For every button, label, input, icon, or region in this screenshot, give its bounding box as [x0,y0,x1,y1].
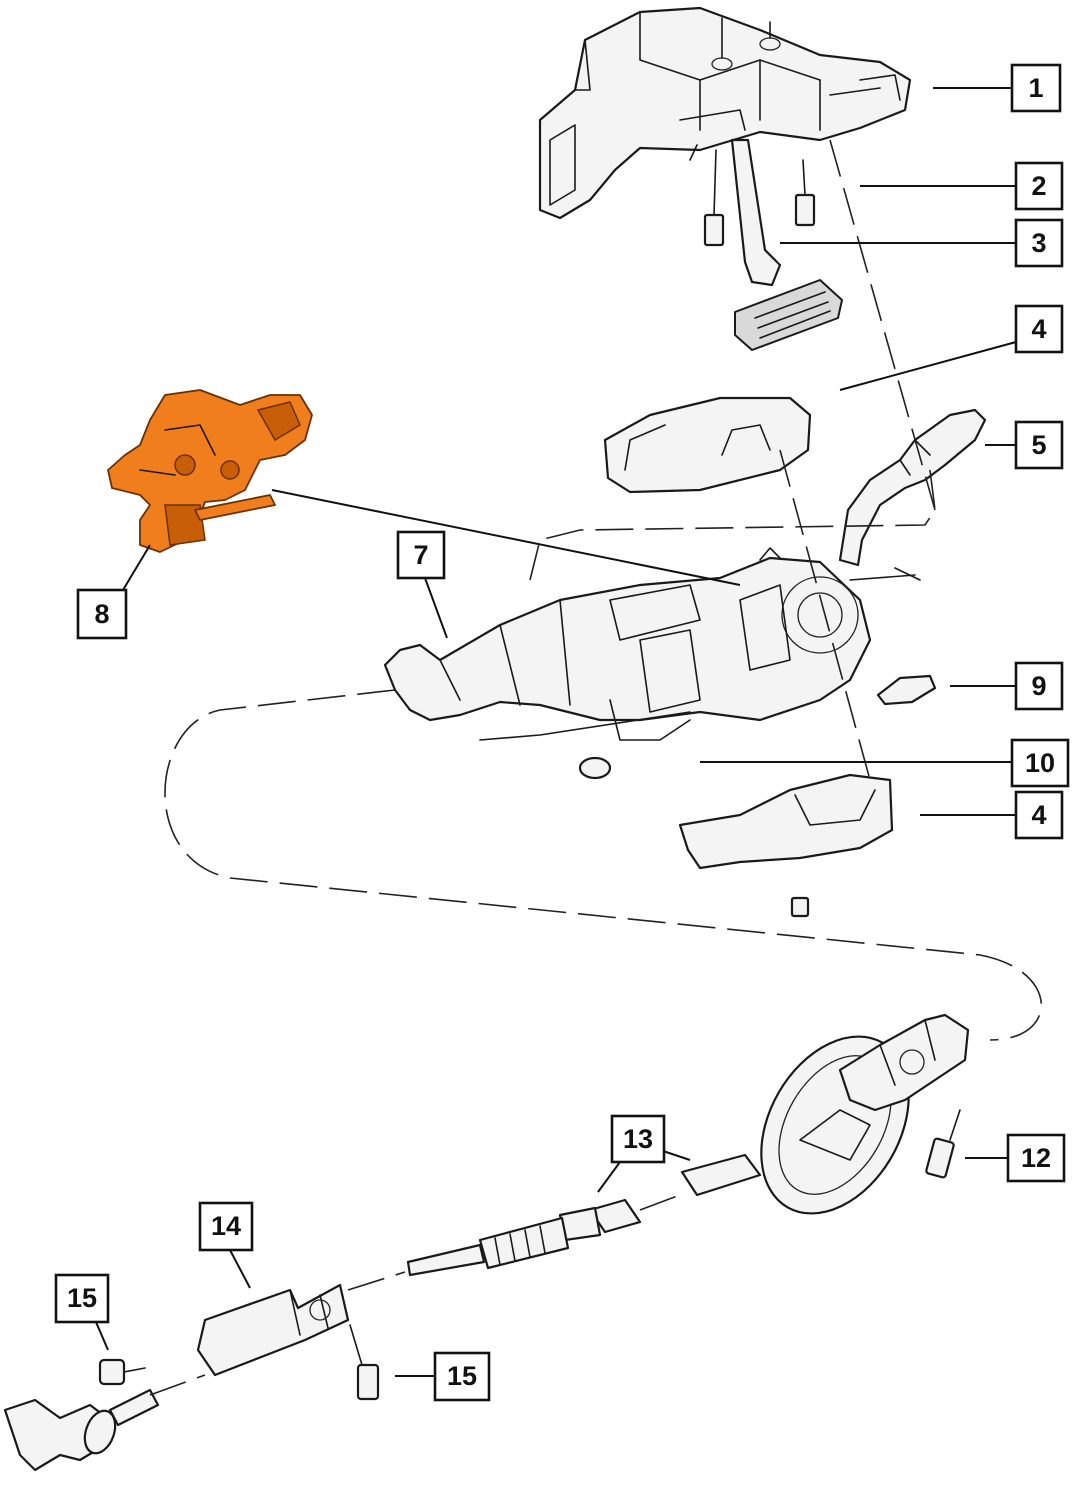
svg-text:1: 1 [1028,73,1043,103]
callout-15-left: 15 [54,1273,110,1324]
callout-1: 1 [1010,63,1062,113]
steering-gear-coupling [3,1374,206,1472]
callout-14: 14 [198,1201,254,1252]
callout-12: 12 [1006,1133,1066,1183]
leader-lines [95,87,1017,1377]
svg-text:15: 15 [67,1283,97,1313]
bracket-bolts [689,144,816,247]
clip-part [876,674,937,706]
svg-text:2: 2 [1031,171,1046,201]
svg-text:10: 10 [1025,748,1055,778]
callout-5: 5 [1014,420,1064,470]
callout-3: 3 [1014,218,1064,268]
assembly-outline-upper [529,469,936,581]
upper-shroud [603,396,812,494]
svg-text:14: 14 [211,1211,241,1241]
callout-7: 7 [396,530,446,580]
pedal-support-bracket [538,6,912,220]
callout-10: 10 [1010,738,1070,788]
upper-universal-joint [838,1013,970,1112]
callout-8: 8 [76,588,128,640]
svg-text:9: 9 [1031,671,1046,701]
bracket-guide-line [829,139,936,511]
callout-4-upper: 4 [1014,304,1064,354]
svg-text:13: 13 [623,1124,653,1154]
svg-text:15: 15 [447,1361,477,1391]
lower-shaft [196,1271,406,1377]
lower-shroud [678,773,894,918]
intermediate-shaft [406,1153,762,1277]
svg-text:3: 3 [1031,228,1046,258]
assembly-outline-loop [164,689,1043,1041]
svg-text:12: 12 [1021,1143,1051,1173]
highlighted-part-8 [107,389,313,553]
svg-text:4: 4 [1031,314,1046,344]
steering-column-assembly [383,547,921,780]
callout-15-right: 15 [433,1351,491,1402]
callout-13: 13 [610,1114,666,1164]
svg-text:4: 4 [1031,800,1046,830]
svg-text:5: 5 [1031,430,1046,460]
bolts-15 [98,1324,380,1401]
shroud-guide-line [779,449,871,781]
svg-text:7: 7 [413,540,428,570]
multifunction-switch-lever [838,408,987,567]
svg-text:8: 8 [94,599,109,629]
callout-4-lower: 4 [1014,790,1064,840]
callout-9: 9 [1014,661,1064,711]
callout-2: 2 [1014,161,1064,211]
brake-pedal [730,138,843,351]
bolt-12 [925,1109,961,1179]
